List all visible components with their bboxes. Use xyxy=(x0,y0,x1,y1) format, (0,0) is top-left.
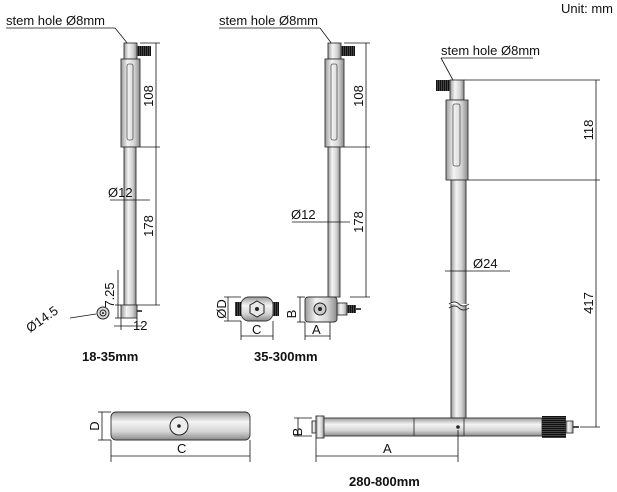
unit-label: Unit: mm xyxy=(561,1,613,16)
handle-1 xyxy=(120,58,141,148)
dim-head-1: 7.25 xyxy=(102,282,117,307)
dim-rod-dia-2: Ø12 xyxy=(291,207,316,222)
model-35-300-gauge: stem hole Ø8mm 108 178 Ø12 B xyxy=(214,13,370,364)
dim-rod-dia-1: Ø12 xyxy=(108,185,133,200)
knurled-anvil-icon-3 xyxy=(542,416,566,438)
caption-35-300: 35-300mm xyxy=(254,349,318,364)
dim-c-3: C xyxy=(177,441,186,456)
dim-head-width-1: 12 xyxy=(133,318,147,333)
dim-d-2: ØD xyxy=(214,299,229,319)
dim-rod-2: 178 xyxy=(351,211,366,233)
leader-line-1 xyxy=(114,27,129,45)
stem-head-2 xyxy=(327,42,342,60)
rod-1 xyxy=(123,146,137,306)
model-280-800-gauge: stem hole Ø8mm 118 417 Ø24 xyxy=(87,43,600,489)
caption-18-35: 18-35mm xyxy=(82,349,138,364)
dim-b-2: B xyxy=(284,310,299,319)
stem-hole-label-2: stem hole Ø8mm xyxy=(219,13,318,28)
model-18-35-gauge: stem hole Ø8mm 108 178 Ø12 7.25 xyxy=(6,13,160,364)
dim-rod-dia-3: Ø24 xyxy=(473,256,498,271)
rod-3 xyxy=(450,179,467,419)
dim-a-2: A xyxy=(312,322,321,337)
dim-d-3: D xyxy=(87,421,102,430)
caption-280-800: 280-800mm xyxy=(349,474,420,489)
measuring-head-1 xyxy=(120,304,138,319)
dim-rod-3: 417 xyxy=(581,292,596,314)
dim-b-3: B xyxy=(290,428,305,437)
dim-handle-2: 108 xyxy=(351,85,366,107)
fixed-anvil-3 xyxy=(315,415,325,439)
dim-rod-1: 178 xyxy=(141,215,156,237)
stem-hole-label-1: stem hole Ø8mm xyxy=(6,13,105,28)
handle-2 xyxy=(324,58,345,148)
knurled-knob-icon-1 xyxy=(137,46,151,56)
knurled-knob-icon-3 xyxy=(436,80,450,91)
dim-handle-3: 118 xyxy=(581,120,596,141)
dim-a-3: A xyxy=(383,441,392,456)
dim-handle-1: 108 xyxy=(141,85,156,107)
stem-head-1 xyxy=(123,42,138,60)
dim-c-2: C xyxy=(252,322,261,337)
dim-ring-dia-1: Ø14.5 xyxy=(23,303,61,336)
stem-hole-label-3: stem hole Ø8mm xyxy=(441,43,540,58)
stem-head-3 xyxy=(449,79,465,101)
knurled-knob-icon-2 xyxy=(341,46,355,56)
break-mark-3 xyxy=(448,301,470,307)
handle-slot-1 xyxy=(126,63,134,141)
handle-3 xyxy=(445,99,469,181)
knurled-anvil-icon-2 xyxy=(347,305,356,313)
